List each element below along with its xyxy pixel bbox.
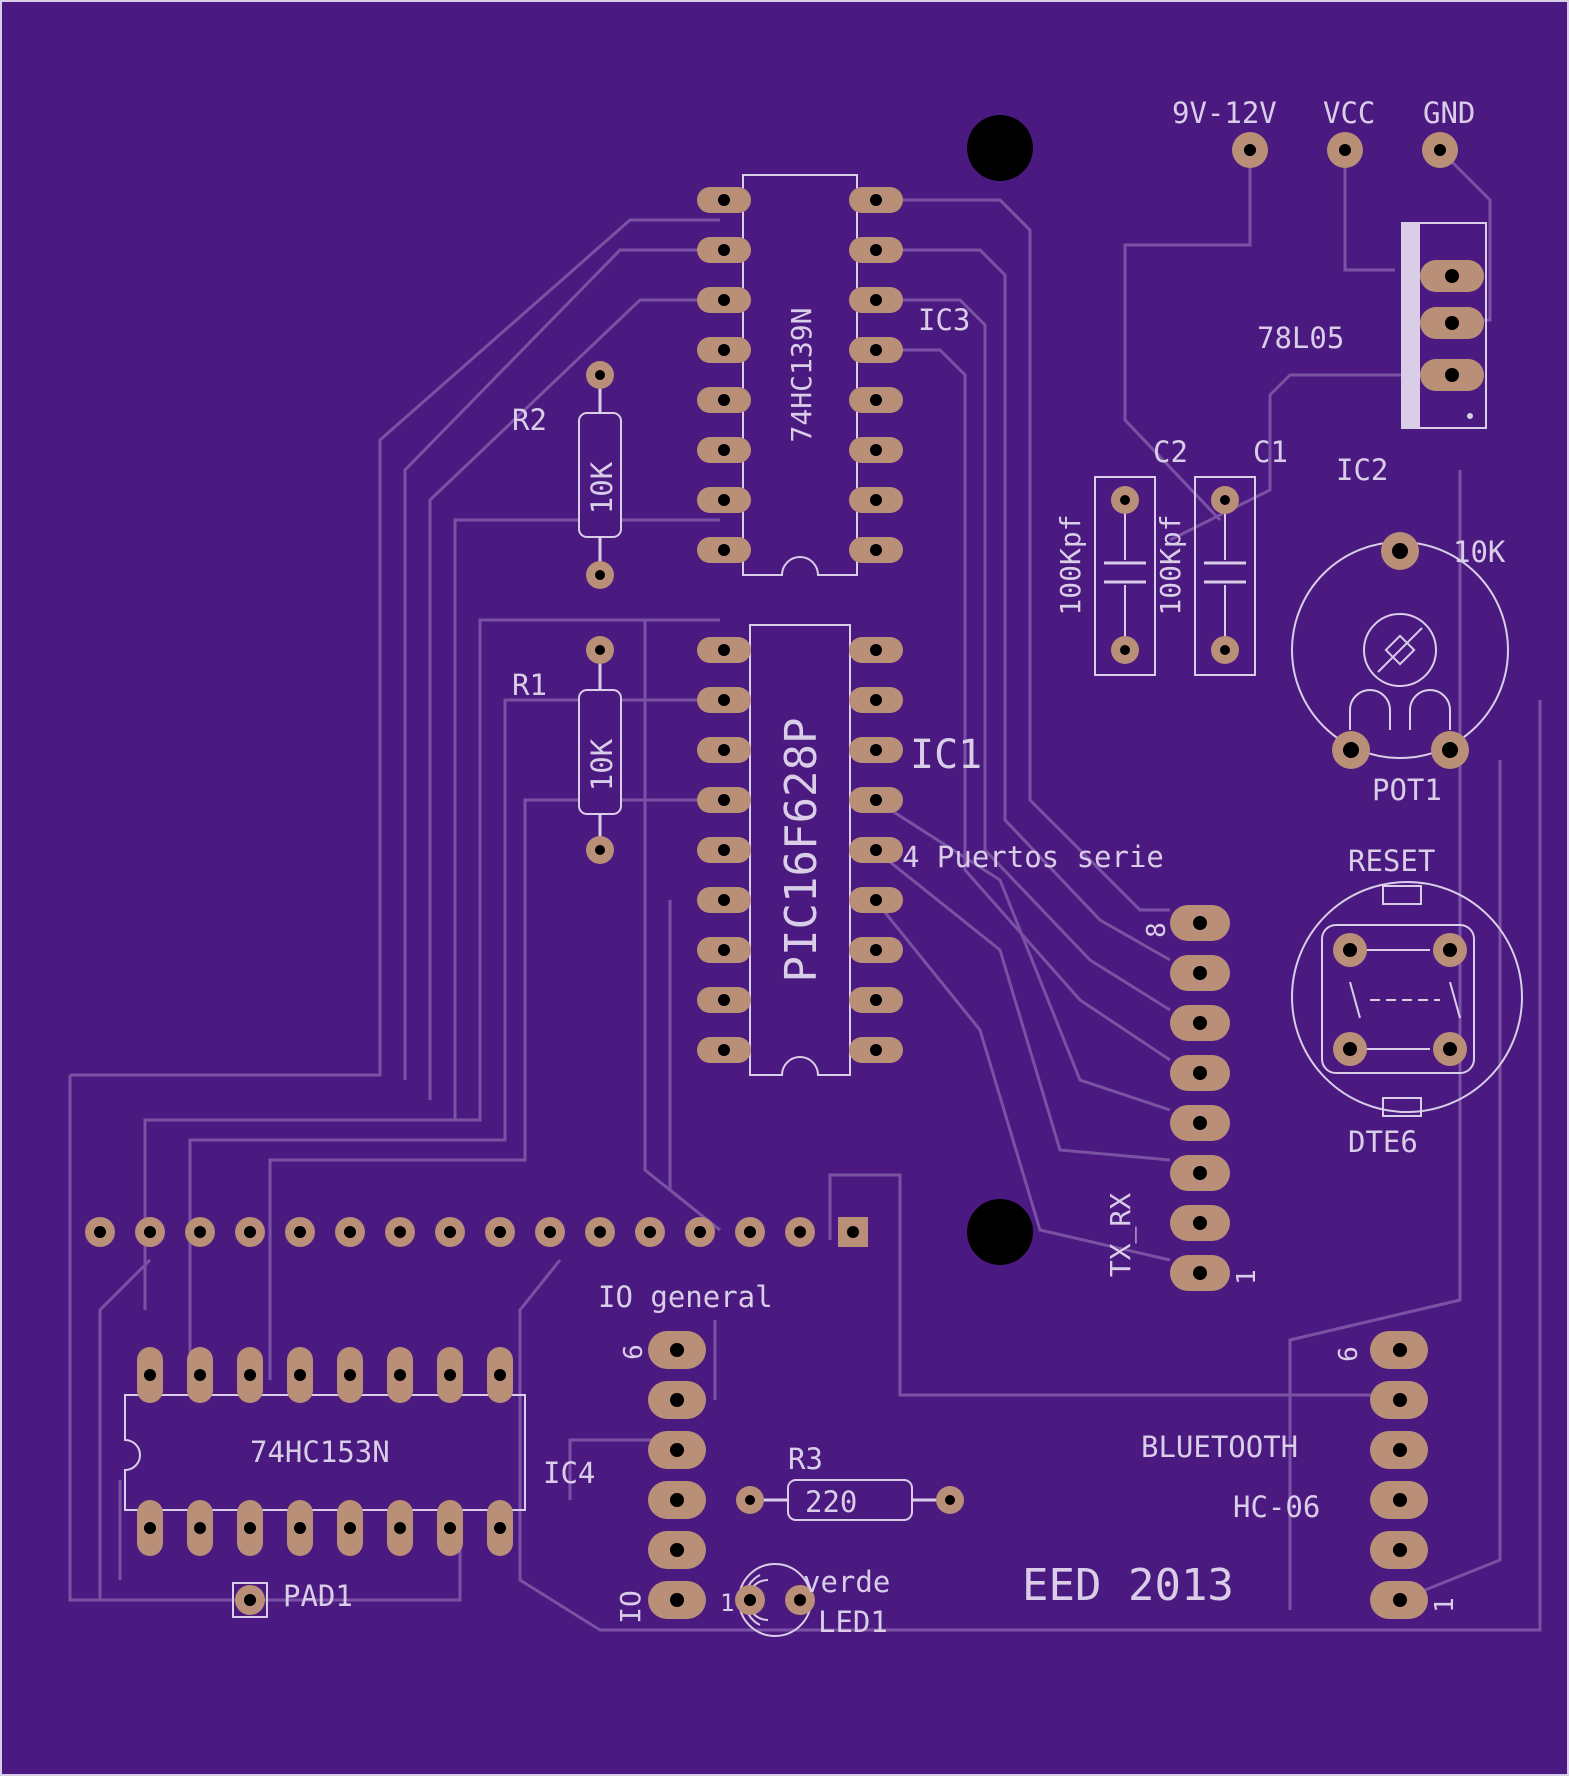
bluetooth-pin1-label: 1 bbox=[1430, 1597, 1460, 1613]
ic3-chip: 74HC139N IC3 bbox=[697, 174, 970, 576]
io-pin6-label: 6 bbox=[619, 1344, 649, 1360]
resistor-r3: R3 220 bbox=[736, 1442, 964, 1521]
serial-title-label: 4 Puertos serie bbox=[902, 840, 1164, 874]
r1-value-label: 10K bbox=[585, 738, 619, 791]
led-name-label: LED1 bbox=[818, 1605, 888, 1639]
mounting-hole-bottom bbox=[967, 1199, 1033, 1265]
io-title-label: IO general bbox=[598, 1280, 773, 1314]
ic4-chip: 74HC153N IC4 bbox=[124, 1347, 595, 1556]
pad1: PAD1 bbox=[232, 1579, 353, 1618]
mounting-hole-top bbox=[967, 115, 1033, 181]
bluetooth-pin6-label: 6 bbox=[1334, 1346, 1364, 1362]
label-vcc: VCC bbox=[1323, 96, 1375, 130]
regulator-78l05: 78L05 IC2 bbox=[1257, 222, 1487, 487]
bluetooth-model-label: HC-06 bbox=[1233, 1490, 1320, 1524]
ic2-name-label: IC2 bbox=[1336, 453, 1388, 487]
ic1-chip: PIC16F628P IC1 bbox=[697, 624, 982, 1076]
pad1-label: PAD1 bbox=[283, 1579, 353, 1613]
resistor-r1: R1 10K bbox=[512, 636, 622, 864]
regulator-label: 78L05 bbox=[1257, 321, 1344, 355]
label-9v: 9V-12V bbox=[1172, 96, 1277, 130]
ic4-name-label: IC4 bbox=[543, 1456, 595, 1490]
io-header: IO general 6 IO 1 bbox=[598, 1280, 773, 1624]
r1-name-label: R1 bbox=[512, 668, 547, 702]
resistor-r2: R2 10K bbox=[512, 361, 622, 589]
bluetooth-title-label: BLUETOOTH bbox=[1141, 1430, 1298, 1464]
c2-name-label: C2 bbox=[1153, 435, 1188, 469]
c1-name-label: C1 bbox=[1253, 435, 1288, 469]
reset-name-label: RESET bbox=[1348, 844, 1435, 878]
r3-value-label: 220 bbox=[805, 1485, 857, 1519]
r2-value-label: 10K bbox=[585, 461, 619, 514]
serial-pin1-label: 1 bbox=[1232, 1269, 1262, 1285]
copper-traces bbox=[68, 148, 1542, 1632]
capacitor-c1: C1 100Kpf bbox=[1154, 435, 1288, 676]
ic1-part-label: PIC16F628P bbox=[776, 718, 827, 983]
c2-value-label: 100Kpf bbox=[1054, 514, 1087, 615]
serial-pin8-label: 8 bbox=[1142, 922, 1172, 938]
pot-name-label: POT1 bbox=[1372, 773, 1442, 807]
ic4-part-label: 74HC153N bbox=[250, 1435, 390, 1469]
io-pin1-label: 1 bbox=[720, 1589, 734, 1617]
led-color-label: verde bbox=[803, 1565, 890, 1599]
capacitor-c2: C2 100Kpf bbox=[1054, 435, 1188, 676]
serial-name-label: TX_RX bbox=[1104, 1193, 1138, 1277]
credit-label: EED 2013 bbox=[1022, 1560, 1234, 1611]
led1: verde LED1 bbox=[735, 1563, 890, 1639]
c1-value-label: 100Kpf bbox=[1154, 514, 1187, 615]
ic3-name-label: IC3 bbox=[918, 303, 970, 337]
top-pin-row bbox=[85, 1217, 868, 1247]
ic3-part-label: 74HC139N bbox=[785, 308, 818, 443]
r2-name-label: R2 bbox=[512, 403, 547, 437]
serial-header: 4 Puertos serie 8 1 TX_RX bbox=[902, 840, 1262, 1291]
ic1-name-label: IC1 bbox=[910, 732, 982, 778]
pot-value-label: 10K bbox=[1453, 535, 1506, 569]
potentiometer-pot1: 10K POT1 bbox=[1291, 532, 1509, 807]
reset-switch: RESET DTE6 bbox=[1291, 844, 1523, 1159]
bluetooth-header: BLUETOOTH HC-06 6 1 bbox=[1141, 1331, 1460, 1619]
label-gnd: GND bbox=[1423, 96, 1475, 130]
reset-part-label: DTE6 bbox=[1348, 1125, 1418, 1159]
power-connector: 9V-12V VCC GND bbox=[1172, 96, 1475, 168]
io-name-label: IO bbox=[614, 1590, 647, 1624]
r3-name-label: R3 bbox=[788, 1442, 823, 1476]
